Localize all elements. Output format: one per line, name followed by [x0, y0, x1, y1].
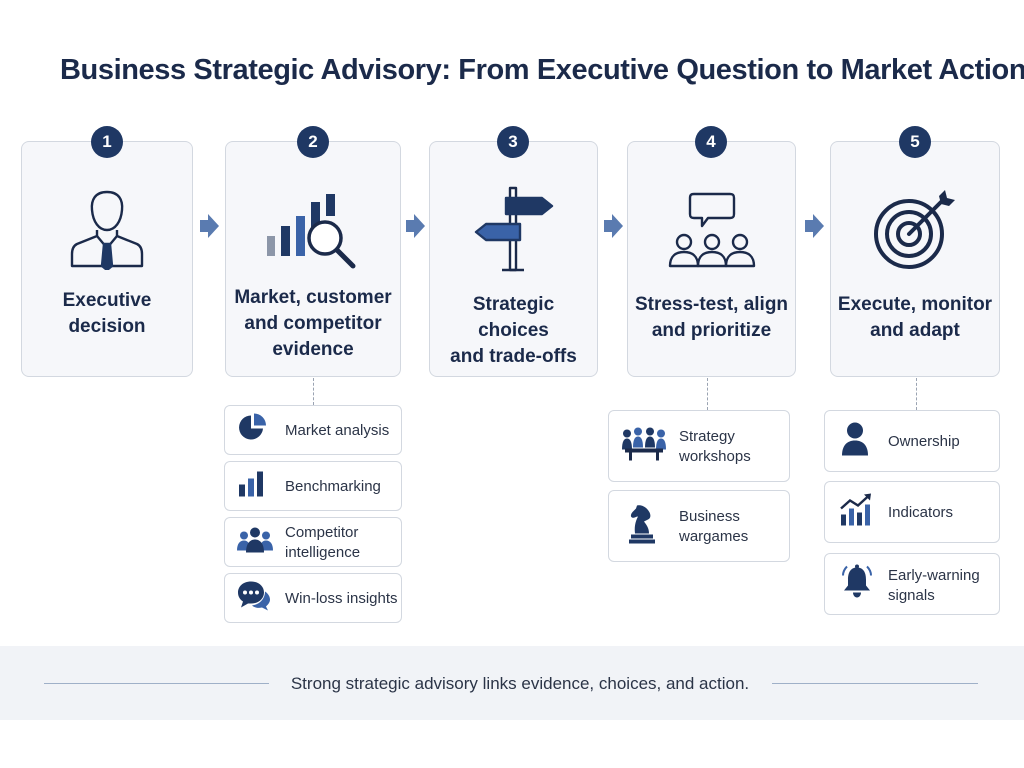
chess-knight-icon	[627, 504, 657, 549]
footer-divider-right	[772, 683, 978, 684]
evidence-item-label: Competitor intelligence	[285, 524, 361, 561]
connector-line	[916, 378, 917, 410]
chat-bubbles-icon	[237, 580, 271, 617]
signpost-icon	[472, 186, 556, 277]
evidence-item-competitor-intelligence: Competitor intelligence	[224, 517, 402, 567]
step-card-stress-test: Stress-test, align and prioritize	[627, 141, 796, 377]
evidence-item-label: Win-loss insights	[285, 590, 398, 607]
alignment-item-strategy-workshops: Strategy workshops	[608, 410, 790, 482]
target-arrow-icon	[873, 188, 957, 277]
team-discussion-icon	[666, 190, 758, 275]
flow-arrow-icon	[404, 213, 426, 244]
person-icon	[841, 422, 869, 461]
step-label: Executive decision	[62, 290, 152, 337]
step-card-executive-decision: Executive decision	[21, 141, 193, 377]
step-label: Strategic choices and trade-offs	[450, 294, 577, 367]
execution-item-label: Indicators	[888, 504, 954, 521]
footer-caption: Strong strategic advisory links evidence…	[290, 674, 750, 693]
people-group-icon	[237, 525, 273, 560]
connector-line	[313, 378, 314, 405]
step-label: Execute, monitor and adapt	[837, 294, 993, 341]
step-number-badge: 1	[91, 126, 123, 158]
alignment-item-label: Strategy workshops	[679, 428, 751, 465]
step-card-evidence: Market, customer and competitor evidence	[225, 141, 401, 377]
footer-divider-left	[44, 683, 269, 684]
trend-chart-icon	[839, 493, 873, 532]
page-title: Business Strategic Advisory: From Execut…	[60, 54, 1024, 86]
evidence-item-benchmarking: Benchmarking	[224, 461, 402, 511]
step-number-badge: 3	[497, 126, 529, 158]
step-number-badge: 2	[297, 126, 329, 158]
connector-line	[707, 378, 708, 410]
step-label: Market, customer and competitor evidence	[234, 287, 392, 360]
step-number-badge: 5	[899, 126, 931, 158]
bell-icon	[839, 564, 875, 605]
flow-arrow-icon	[602, 213, 624, 244]
bar-chart-magnifier-icon	[265, 192, 361, 275]
evidence-item-label: Market analysis	[285, 422, 390, 439]
execution-item-label: Ownership	[888, 433, 960, 450]
evidence-item-label: Benchmarking	[285, 478, 381, 495]
execution-item-indicators: Indicators	[824, 481, 1000, 543]
execution-item-label: Early-warning signals	[888, 567, 980, 604]
step-label: Stress-test, align and prioritize	[634, 294, 789, 341]
executive-person-icon	[67, 186, 147, 275]
bar-chart-icon	[237, 469, 267, 504]
step-number-badge: 4	[695, 126, 727, 158]
evidence-item-win-loss-insights: Win-loss insights	[224, 573, 402, 623]
flow-arrow-icon	[198, 213, 220, 244]
pie-chart-icon	[237, 413, 267, 448]
evidence-item-market-analysis: Market analysis	[224, 405, 402, 455]
alignment-item-business-wargames: Business wargames	[608, 490, 790, 562]
execution-item-early-warning-signals: Early-warning signals	[824, 553, 1000, 615]
alignment-item-label: Business wargames	[679, 508, 749, 545]
step-card-execute: Execute, monitor and adapt	[830, 141, 1000, 377]
step-card-strategic-choices: Strategic choices and trade-offs	[429, 141, 598, 377]
flow-arrow-icon	[803, 213, 825, 244]
meeting-table-icon	[621, 426, 667, 467]
execution-item-ownership: Ownership	[824, 410, 1000, 472]
